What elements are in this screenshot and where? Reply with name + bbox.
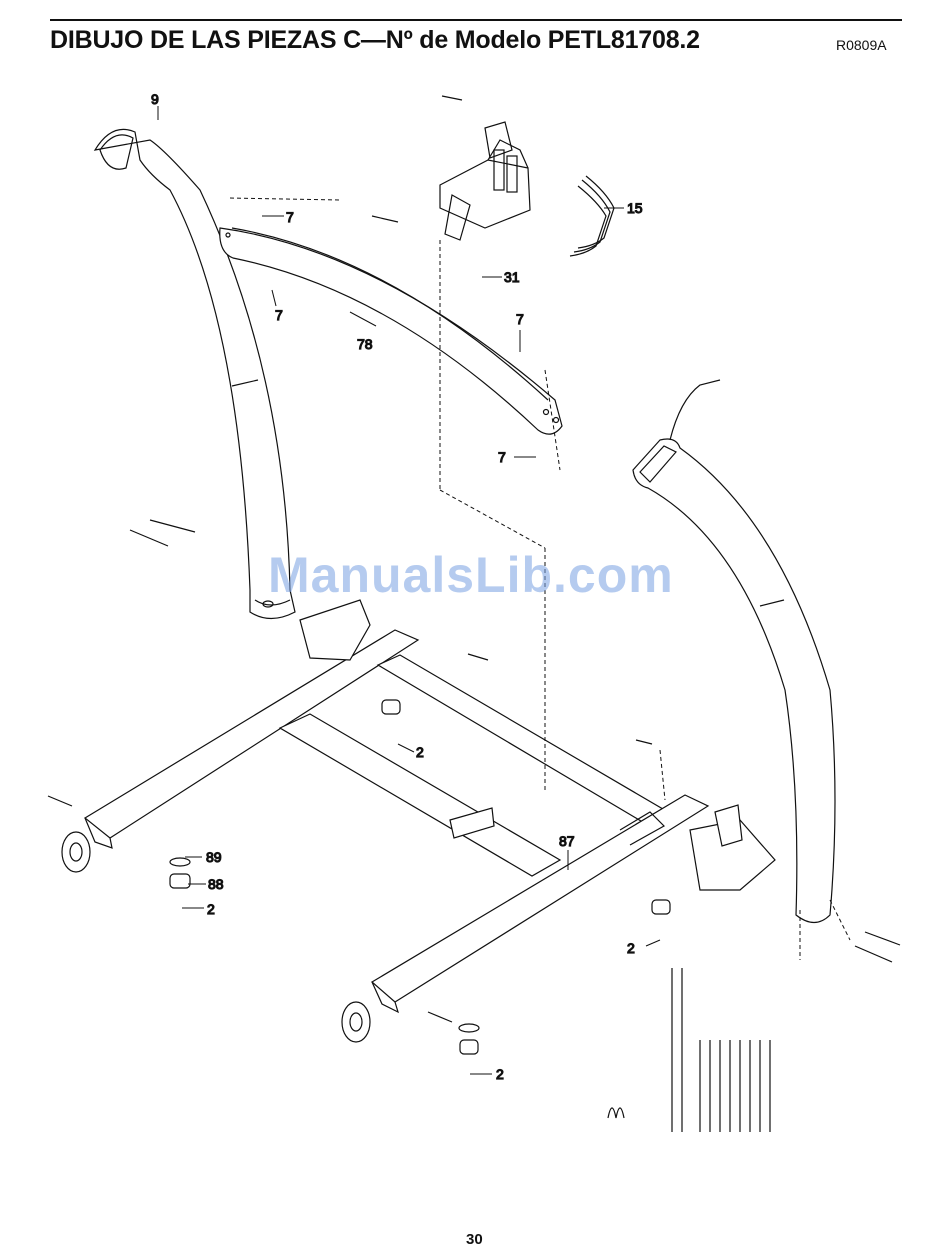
crossbar-78 [220,228,562,434]
callout-2-left: 2 [207,901,215,917]
callout-89: 89 [206,849,222,865]
callout-15: 15 [627,200,643,216]
callout-88: 88 [208,876,224,892]
upright-cable [670,380,720,440]
callout-7-crossbar: 7 [275,307,283,323]
wheel-right [342,1002,370,1042]
callout-9: 9 [151,91,159,107]
callout-7-lower: 7 [498,449,506,465]
base-frame [85,630,708,1012]
callout-2-bottom: 2 [496,1066,504,1082]
wire-harness-15 [570,176,614,256]
page-number: 30 [466,1231,483,1248]
wheel-left [62,832,90,872]
watermark: ManualsLib.com [268,546,674,604]
callout-87: 87 [559,833,575,849]
callout-31: 31 [504,269,520,285]
console-bracket [440,122,530,240]
callout-2-right: 2 [627,940,635,956]
callout-78: 78 [357,336,373,352]
callout-7-right: 7 [516,311,524,327]
callout-7-upper: 7 [286,209,294,225]
tie-wraps [608,968,770,1132]
left-upright [95,129,295,618]
callout-2-center: 2 [416,744,424,760]
